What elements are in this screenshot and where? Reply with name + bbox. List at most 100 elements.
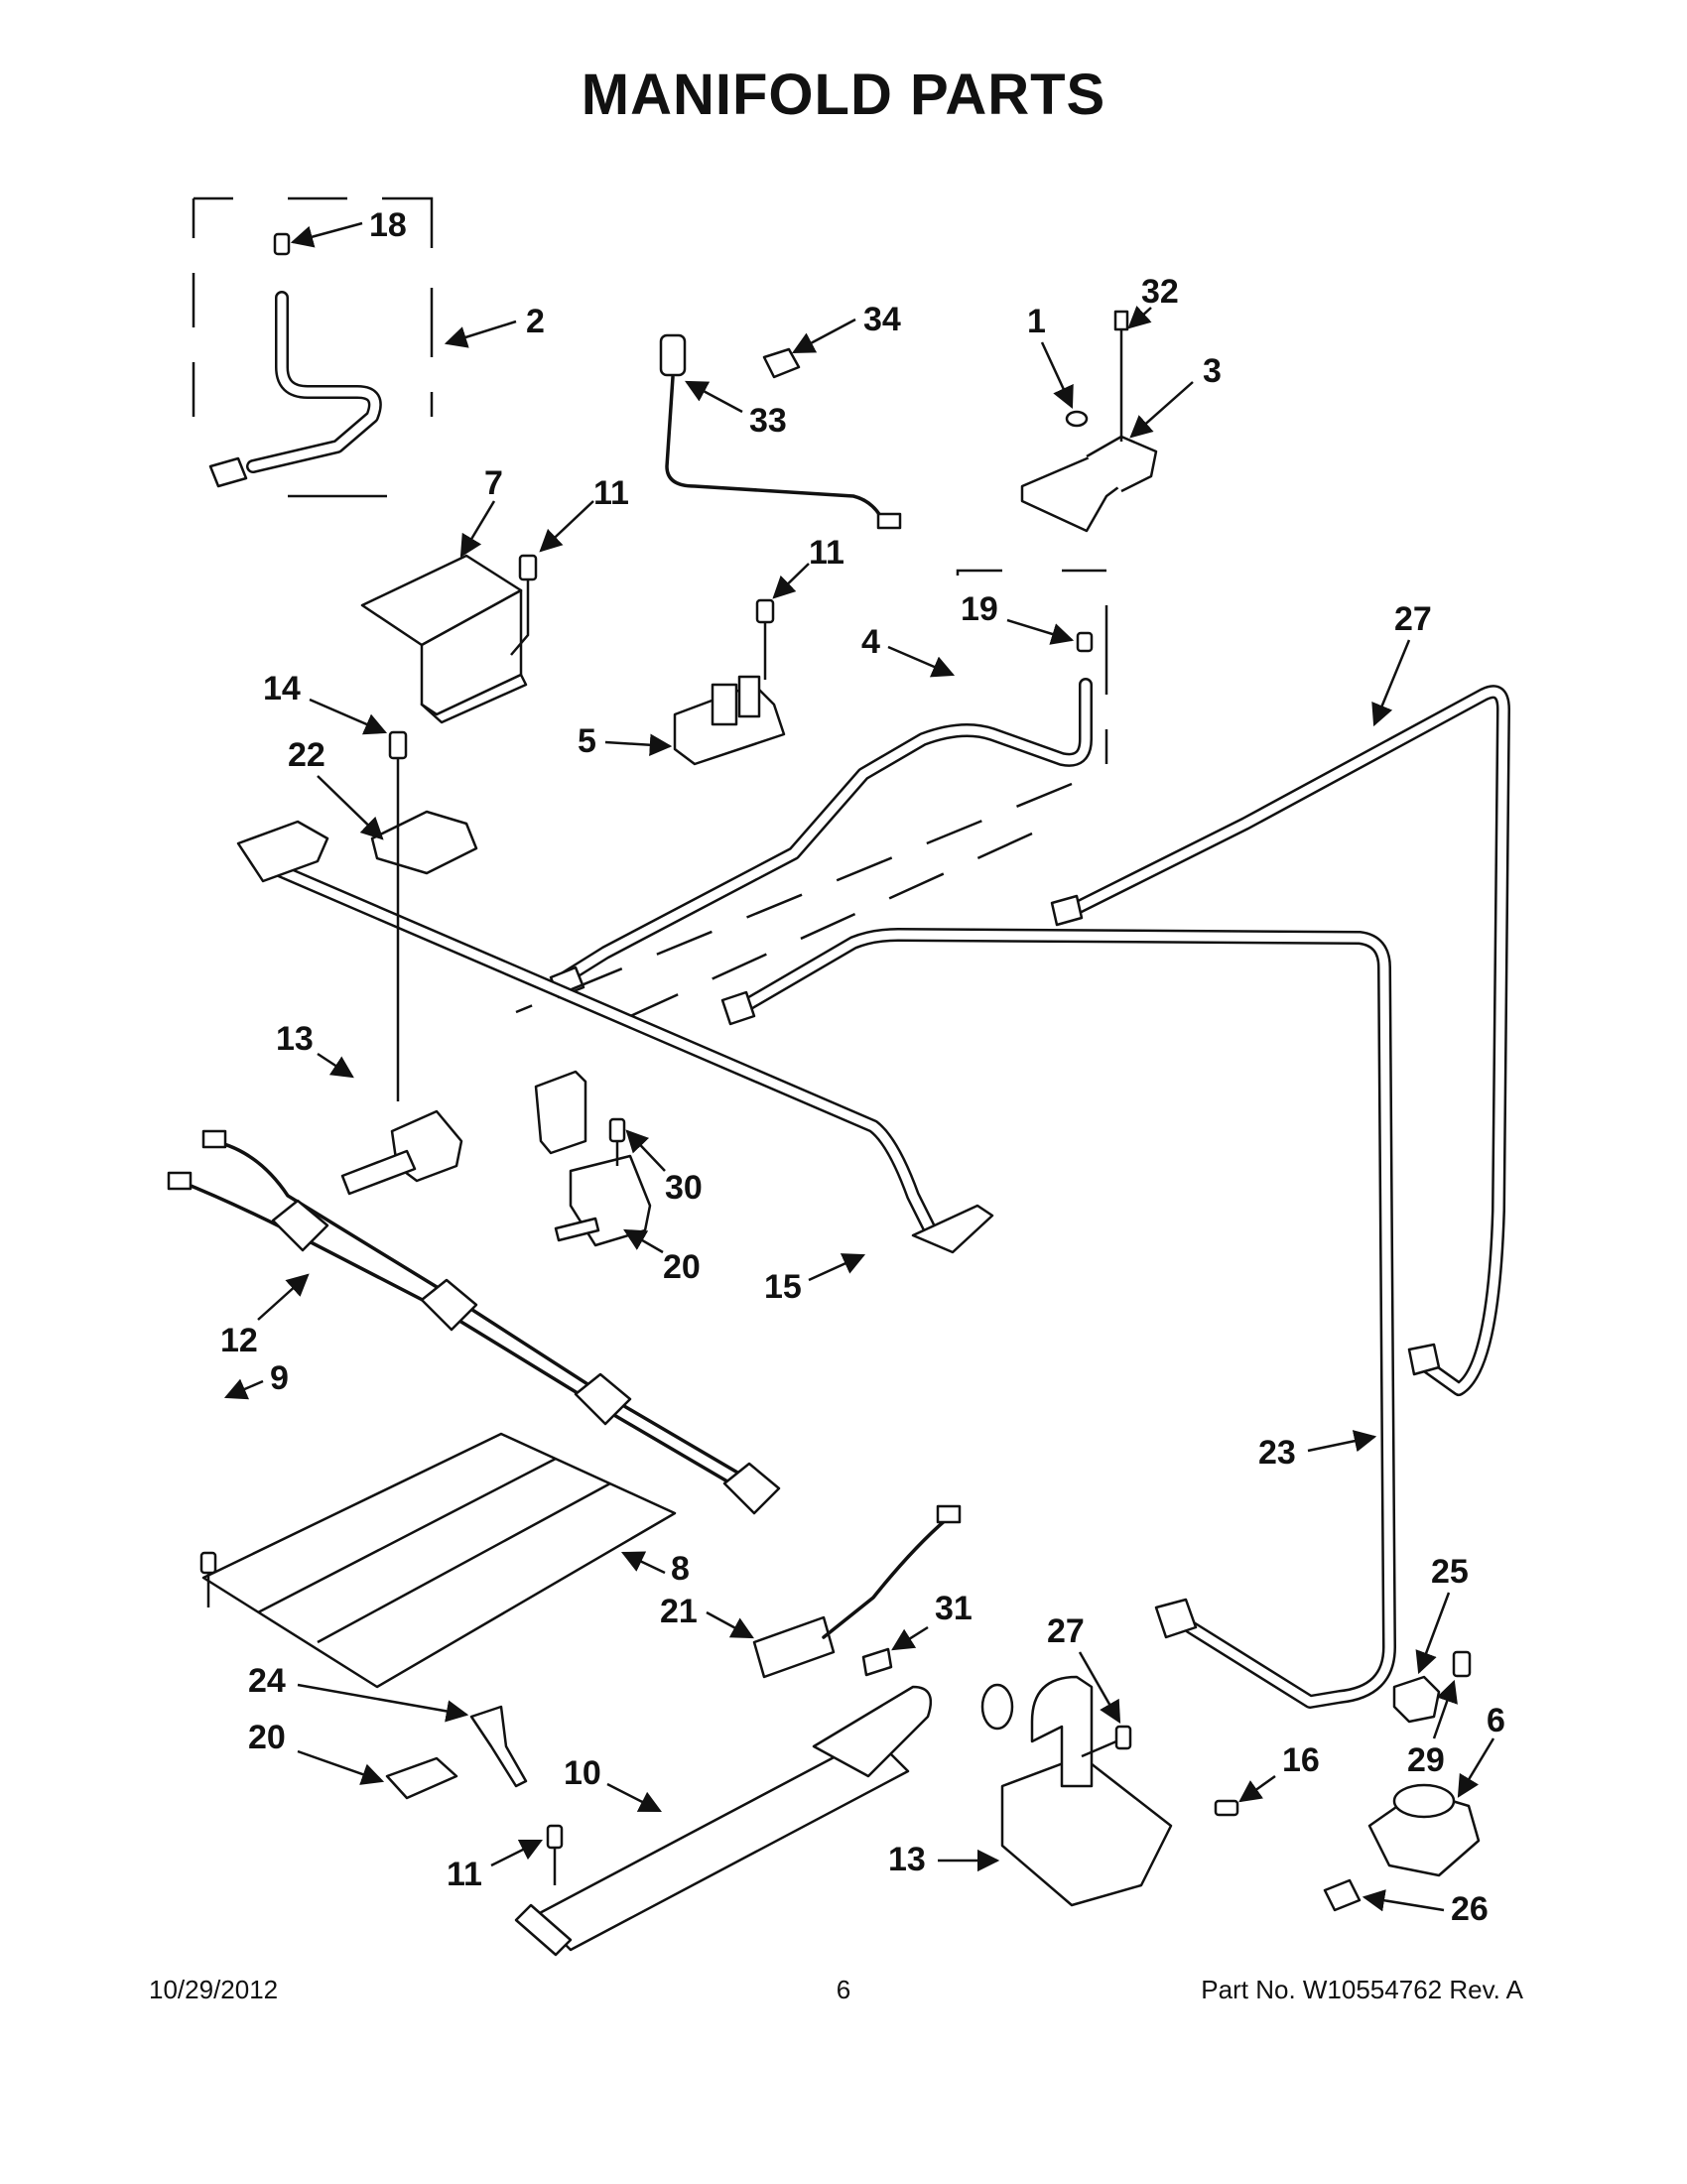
callout-label: 34 <box>863 301 901 338</box>
part-18-clip <box>385 1756 458 1800</box>
callout-label: 25 <box>1431 1553 1469 1591</box>
callout-label: 2 <box>526 303 545 340</box>
callout-label: 10 <box>564 1754 601 1792</box>
callout-label: 33 <box>749 402 787 440</box>
callout-label: 20 <box>663 1248 701 1286</box>
callout-8: 8 <box>620 1550 690 1588</box>
part-6-regulator <box>1323 1783 1481 1912</box>
callout-20-a: 18 <box>290 206 407 248</box>
part-11-screw-a <box>510 554 538 656</box>
callout-3: 3 <box>1129 352 1222 439</box>
callout-2: 2 <box>444 303 545 348</box>
part-30-tube <box>1050 685 1510 1396</box>
callout-26: 26 <box>1362 1889 1489 1928</box>
callout-32: 32 <box>1127 273 1179 329</box>
callout-22: 22 <box>288 736 384 840</box>
part-21-igniter <box>752 1504 962 1679</box>
callout-12: 12 <box>220 1273 310 1359</box>
callout-17: 15 <box>764 1253 866 1306</box>
callout-label: 24 <box>248 1662 286 1700</box>
callout-label: 1 <box>1027 303 1046 340</box>
callout-label: 32 <box>1141 273 1179 311</box>
callout-label: 18 <box>369 206 407 244</box>
callout-20-b: 19 <box>961 590 1075 645</box>
callout-11-a: 11 <box>539 474 629 553</box>
callout-label: 27 <box>1047 1612 1085 1650</box>
part-24-clip <box>469 1705 528 1788</box>
callout-label: 14 <box>263 670 301 707</box>
part-13-orifice-holder <box>980 1675 1239 1907</box>
callout-label: 11 <box>593 474 629 512</box>
callout-16: 14 <box>263 670 388 735</box>
part-15-valve <box>340 1109 463 1196</box>
callout-label: 20 <box>248 1719 286 1756</box>
part-19-switch <box>534 1070 652 1247</box>
callout-label: 21 <box>660 1593 698 1630</box>
callout-label: 22 <box>288 736 325 774</box>
callout-18: 20 <box>248 1719 385 1785</box>
part-11-screw-b <box>755 598 775 680</box>
part-12-wire-harness <box>167 1129 781 1515</box>
part-22-clamp <box>370 730 478 1101</box>
part-3-bracket <box>1020 310 1158 533</box>
callout-label: 27 <box>1394 600 1432 638</box>
callout-label: 23 <box>1258 1434 1296 1472</box>
callout-label: 15 <box>764 1268 802 1306</box>
callout-label: 6 <box>1487 1702 1505 1739</box>
callout-31: 31 <box>891 1590 973 1651</box>
page-title: MANIFOLD PARTS <box>581 63 1106 127</box>
part-7-cover <box>360 554 528 724</box>
callout-1: 1 <box>1027 303 1074 410</box>
callout-33: 33 <box>685 380 787 440</box>
part-25-bracket <box>1392 1650 1472 1724</box>
callout-28: 29 <box>1407 1679 1458 1779</box>
callout-label: 30 <box>665 1169 703 1207</box>
callout-29: 30 <box>625 1129 703 1207</box>
callout-21: 21 <box>660 1593 754 1639</box>
callout-6: 6 <box>1457 1702 1505 1798</box>
callout-label: 29 <box>1407 1741 1445 1779</box>
part-23-tube <box>720 928 1396 1709</box>
callout-label: 26 <box>1451 1890 1489 1928</box>
callout-label: 11 <box>809 534 844 572</box>
part-17-manifold <box>236 820 994 1254</box>
callout-label: 31 <box>935 1590 973 1627</box>
callout-24: 24 <box>248 1662 469 1723</box>
callout-30: 27 <box>1371 600 1432 727</box>
callout-11-b: 11 <box>772 534 844 599</box>
callout-34: 34 <box>792 301 901 354</box>
callout-label: 19 <box>961 590 998 628</box>
callout-label: 5 <box>578 722 596 760</box>
callout-23: 23 <box>1258 1430 1377 1472</box>
callout-label: 3 <box>1203 352 1222 390</box>
part-2-pilot-tube-group <box>192 196 434 498</box>
part-8-shield <box>199 1432 677 1689</box>
callout-13: 13 <box>888 1841 1000 1878</box>
footer-page-number: 6 <box>836 1975 851 2004</box>
part-10-burner <box>514 1685 933 1957</box>
part-5-igniter-module <box>673 675 786 766</box>
callout-label: 8 <box>671 1550 690 1588</box>
part-34-grommet <box>762 347 801 379</box>
callout-25: 25 <box>1415 1553 1469 1675</box>
callout-label: 9 <box>270 1359 289 1397</box>
callout-label: 11 <box>447 1856 482 1893</box>
callout-11-c: 11 <box>447 1839 544 1893</box>
footer-date: 10/29/2012 <box>149 1975 279 2004</box>
callout-7: 7 <box>459 464 503 558</box>
callout-27: 27 <box>1047 1612 1121 1724</box>
callout-15: 13 <box>276 1020 354 1079</box>
part-4-tube-group <box>515 569 1108 1034</box>
callout-5: 5 <box>578 722 673 760</box>
callout-label: 4 <box>861 623 880 661</box>
part-33-electrode-wire <box>659 333 902 530</box>
callout-label: 16 <box>1282 1741 1320 1779</box>
footer-part-number: Part No. W10554762 Rev. A <box>1201 1975 1523 2004</box>
callout-label: 13 <box>276 1020 314 1058</box>
callout-4: 4 <box>861 623 956 678</box>
callout-10: 10 <box>564 1754 663 1813</box>
callout-9: 9 <box>223 1359 289 1400</box>
callout-14: 16 <box>1238 1741 1320 1803</box>
